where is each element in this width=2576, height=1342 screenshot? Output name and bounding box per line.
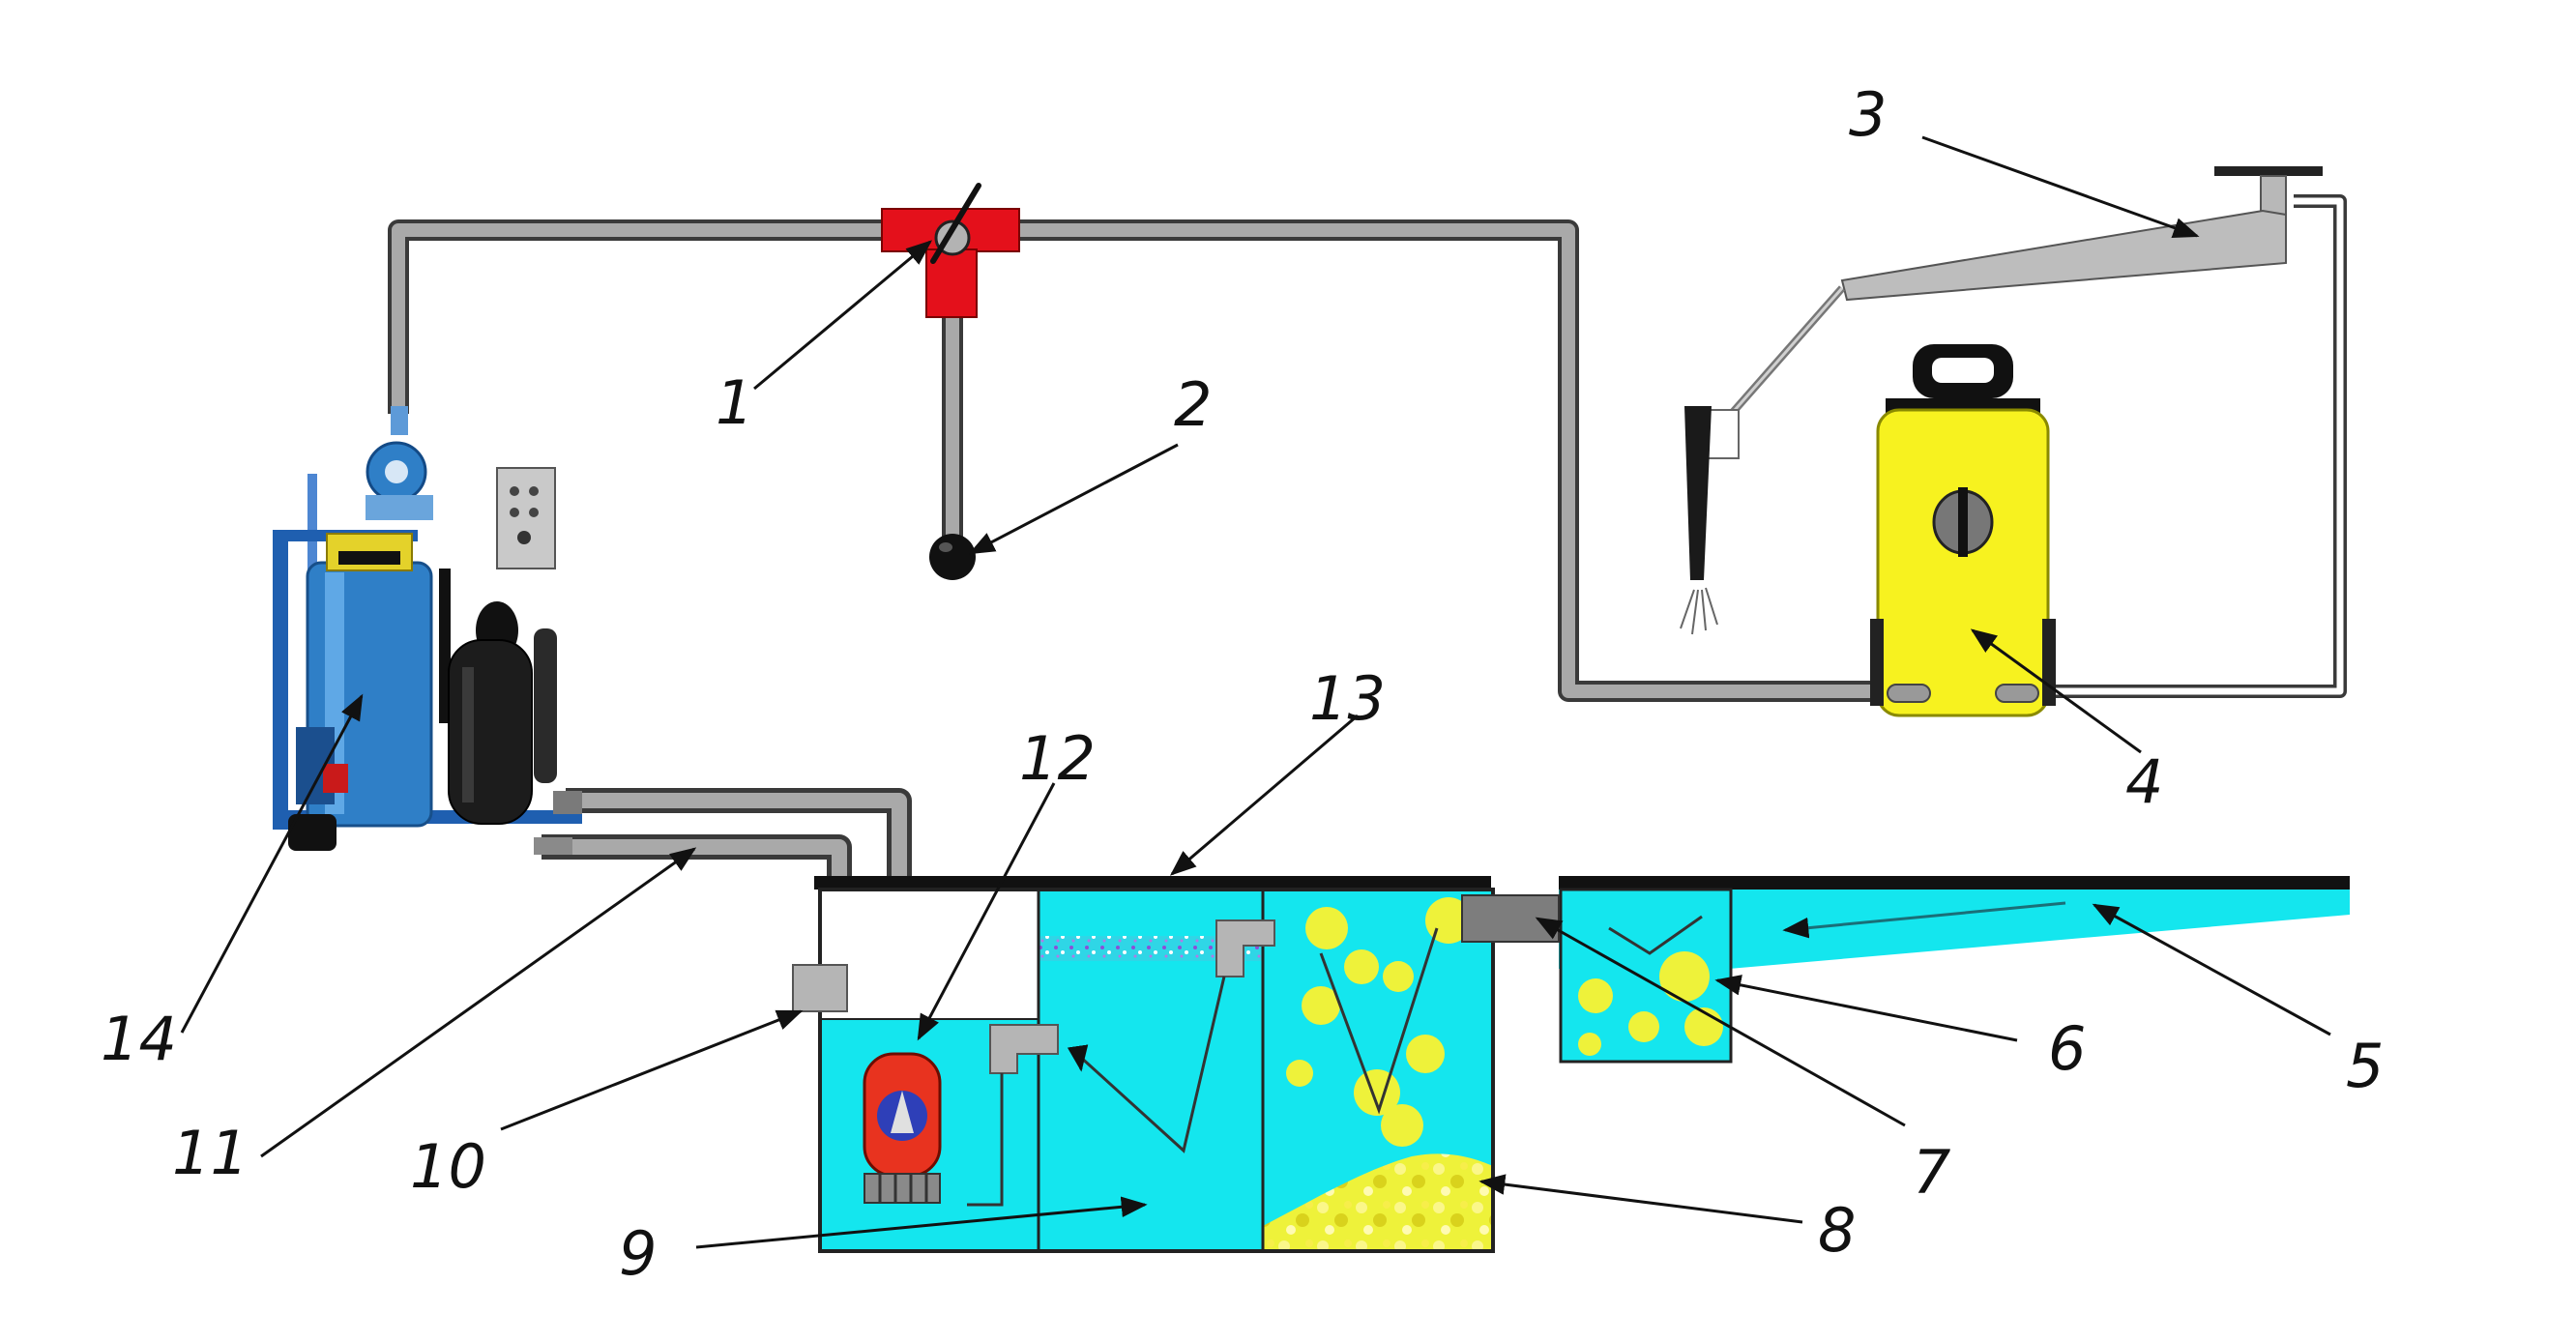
callout-5: 5 xyxy=(2346,1031,2384,1101)
callout-9: 9 xyxy=(619,1218,657,1289)
sand-trap-sediment xyxy=(1578,951,1723,1056)
leader-5 xyxy=(2092,903,2331,1036)
callout-3: 3 xyxy=(1849,79,1887,150)
callout-4: 4 xyxy=(2125,746,2163,817)
leader-2 xyxy=(968,443,1179,555)
leader-9 xyxy=(695,1196,1148,1249)
callout-14: 14 xyxy=(101,1004,177,1074)
pipe-network xyxy=(388,194,2347,1025)
leader-11 xyxy=(260,847,697,1158)
filtration-unit xyxy=(273,406,582,855)
treatment-tank xyxy=(792,888,1495,1253)
sediment-particles xyxy=(1286,897,1472,1147)
leader-1 xyxy=(753,240,933,391)
leader-6 xyxy=(1714,975,2018,1042)
float-sensor xyxy=(929,534,976,580)
pipe-overflow-line xyxy=(542,834,852,909)
callout-13: 13 xyxy=(1309,663,1386,734)
sediment-layer xyxy=(1263,1153,1493,1251)
leader-8 xyxy=(1478,1174,1803,1224)
leader-lines xyxy=(180,135,2331,1249)
leader-4 xyxy=(1970,628,2142,754)
callout-11: 11 xyxy=(172,1118,249,1188)
leader-14 xyxy=(180,693,364,1034)
leader-10 xyxy=(500,1009,804,1131)
callout-8: 8 xyxy=(1818,1195,1856,1266)
submersible-pump xyxy=(863,1052,942,1204)
leader-3 xyxy=(1921,135,2200,238)
leader-12 xyxy=(917,782,1056,1041)
flow-lines xyxy=(967,927,1439,1207)
leader-7 xyxy=(1535,917,1906,1127)
callout-10: 10 xyxy=(410,1131,486,1202)
callout-12: 12 xyxy=(1019,723,1096,794)
spray-mist xyxy=(1680,587,1718,635)
surface-deck xyxy=(814,876,2350,890)
leader-13 xyxy=(1169,714,1359,876)
spray-lance xyxy=(1680,166,2323,635)
callout-2: 2 xyxy=(1174,369,1212,440)
pressure-washer xyxy=(1870,344,2056,717)
three-way-valve xyxy=(881,183,1020,318)
callout-6: 6 xyxy=(2048,1013,2086,1084)
callout-7: 7 xyxy=(1913,1137,1950,1208)
callout-numbers: 1 2 3 4 5 6 7 8 9 10 11 12 13 14 xyxy=(101,79,2384,1289)
callout-1: 1 xyxy=(716,367,753,438)
inlet-channel xyxy=(1461,888,2350,1064)
